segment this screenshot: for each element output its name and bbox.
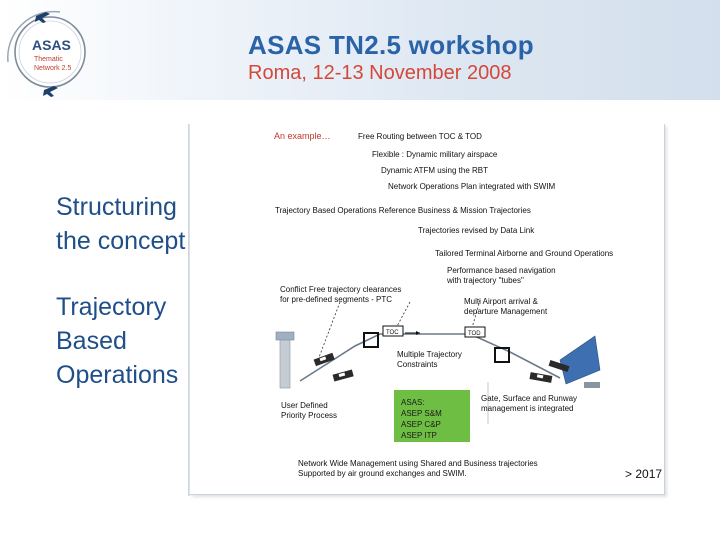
tod-marker (464, 326, 486, 338)
label-multi-airport: Multi Airport arrival & departure Manage… (464, 297, 548, 316)
label-asas-applications: ASAS: ASEP S&M ASEP C&P ASEP ITP (401, 398, 442, 440)
constraint-box (363, 332, 379, 348)
aircraft-icon (332, 369, 354, 382)
workshop-title: ASAS TN2.5 workshop (248, 30, 534, 60)
sidebar-heading-tbo: Trajectory Based Operations (56, 293, 179, 389)
airport-building-icon (559, 335, 601, 388)
svg-text:Network 2.5: Network 2.5 (34, 65, 71, 72)
label-tailored-terminal: Tailored Terminal Airborne and Ground Op… (435, 249, 614, 258)
plane-icon (35, 12, 50, 23)
sidebar-heading-structuring: Structuring the concept (56, 193, 186, 255)
aircraft-icon (313, 352, 335, 367)
constraint-box (494, 347, 510, 363)
timeframe-label: > 2017 (625, 467, 663, 481)
label-network-wide-management: Network Wide Management using Shared and… (298, 459, 538, 478)
label-network-operations: Network Operations Plan integrated with … (388, 182, 556, 191)
label-multiple-constraints: Multiple Trajectory Constraints (397, 350, 462, 369)
svg-text:ASAS: ASAS (32, 37, 71, 53)
label-user-defined-priority: User Defined Priority Process (281, 401, 338, 420)
asas-box (394, 390, 470, 442)
asas-logo: ASAS Thematic Network 2.5 (7, 10, 86, 97)
slide-header: ASAS Thematic Network 2.5 ASAS TN2.5 wor… (0, 0, 720, 100)
leader-line (471, 299, 481, 329)
aircraft-icon (529, 372, 553, 383)
control-tower-icon (275, 331, 295, 389)
svg-text:Thematic: Thematic (34, 56, 63, 63)
aircraft-icon (548, 360, 570, 372)
trajectory-path (299, 333, 561, 382)
label-dynamic-atfm: Dynamic ATFM using the RBT (381, 166, 488, 175)
label-performance-navigation: Performance based navigation with trajec… (447, 266, 556, 285)
label-gate-surface-runway: Gate, Surface and Runway management is i… (481, 394, 578, 413)
panel-shadow-edge (188, 124, 191, 496)
label-revised-by-data-link: Trajectories revised by Data Link (418, 226, 535, 235)
workshop-date-location: Roma, 12-13 November 2008 (248, 62, 512, 84)
label-flexible-airspace: Flexible : Dynamic military airspace (372, 150, 498, 159)
toc-marker (382, 325, 404, 337)
plane-icon (43, 86, 58, 97)
label-conflict-free: Conflict Free trajectory clearances for … (280, 285, 402, 304)
svg-text:TOC: TOC (386, 330, 399, 336)
svg-text:TOD: TOD (468, 331, 481, 337)
label-tbo: Trajectory Based Operations Reference Bu… (275, 206, 531, 215)
leader-line (394, 301, 411, 331)
leader-line (317, 301, 341, 361)
label-free-routing: Free Routing between TOC & TOD (358, 132, 482, 141)
example-label: An example… (274, 131, 331, 141)
